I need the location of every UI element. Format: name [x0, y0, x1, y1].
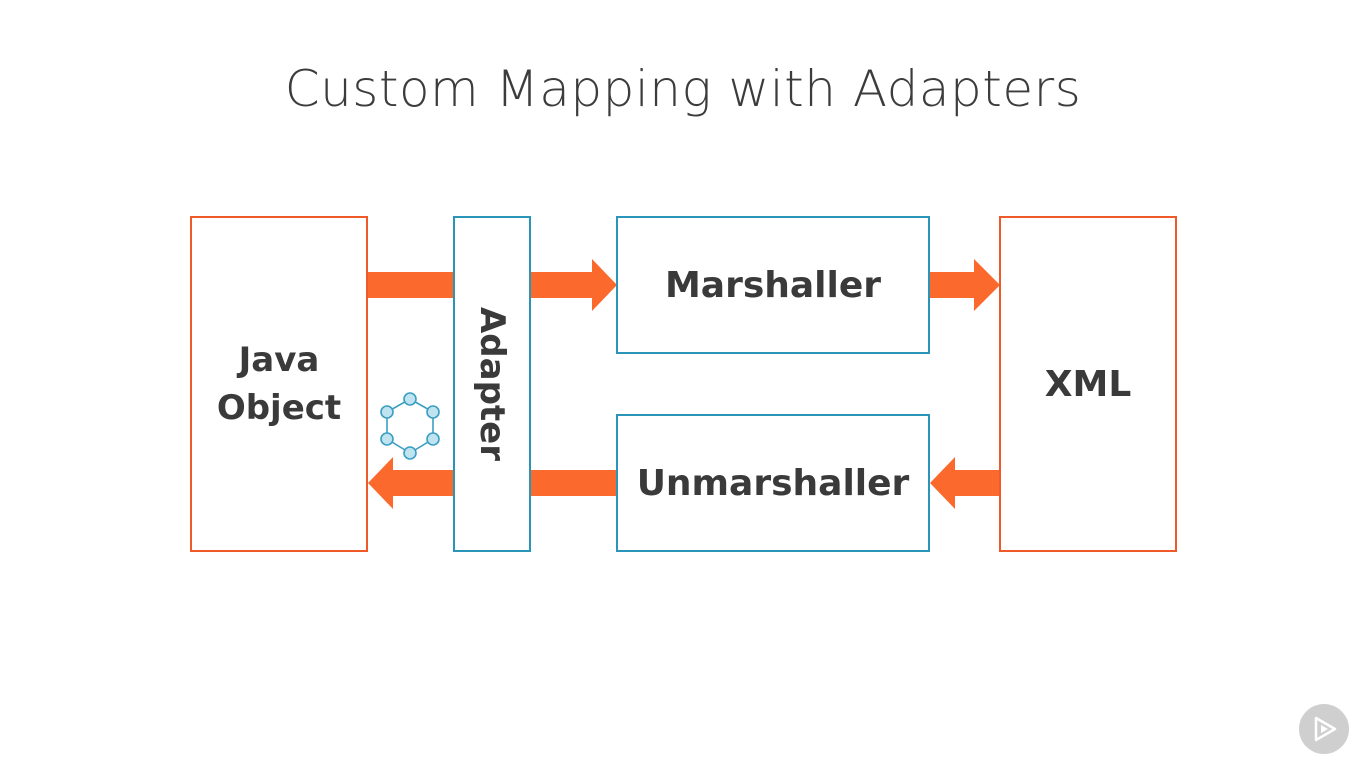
play-icon	[1314, 716, 1337, 742]
arrow-adapter-to-java	[368, 457, 454, 509]
adapter-box: Adapter	[453, 216, 531, 552]
marshaller-label: Marshaller	[664, 264, 882, 306]
arrow-marshaller-to-xml	[930, 259, 1000, 311]
java-object-box: Java Object	[190, 216, 368, 552]
adapter-label: Adapter	[472, 306, 513, 462]
java-object-label-line1: Java	[238, 340, 320, 380]
xml-box: XML	[999, 216, 1177, 552]
arrow-java-to-adapter	[368, 272, 454, 298]
arrow-unmarshaller-to-adapter	[531, 470, 617, 496]
xml-label: XML	[1044, 363, 1132, 405]
java-object-label-line2: Object	[216, 388, 342, 428]
player-control-button[interactable]	[1299, 704, 1349, 754]
arrow-adapter-to-marshaller	[531, 259, 617, 311]
marshaller-box: Marshaller	[616, 216, 930, 354]
slide-title: Custom Mapping with Adapters	[284, 60, 1082, 118]
arrow-xml-to-unmarshaller	[930, 457, 1000, 509]
unmarshaller-box: Unmarshaller	[616, 414, 930, 552]
unmarshaller-label: Unmarshaller	[636, 462, 910, 504]
hexagon-molecule-icon	[380, 392, 440, 460]
